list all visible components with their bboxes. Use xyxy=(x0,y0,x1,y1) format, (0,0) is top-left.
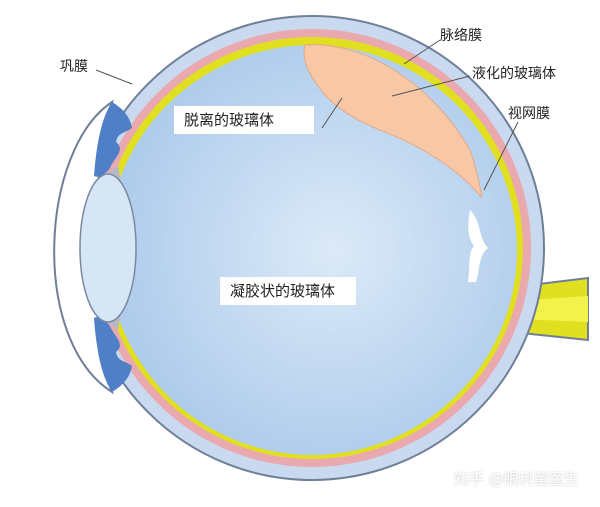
vitreous-body xyxy=(107,45,517,455)
label-retina: 视网膜 xyxy=(508,106,550,122)
choroid-leader xyxy=(403,39,441,65)
label-detached-vitreous: 脱离的玻璃体 xyxy=(174,106,314,134)
liquid-vitreous-leader xyxy=(391,75,471,97)
detached-vitreous-leader xyxy=(321,97,343,129)
label-sclera: 巩膜 xyxy=(60,59,88,75)
sclera-leader xyxy=(95,69,133,85)
iris-upper xyxy=(94,102,132,177)
liquid-vitreous-region xyxy=(303,44,483,199)
lens xyxy=(79,173,137,323)
watermark: 知乎 @眼科董医生 xyxy=(454,470,579,488)
retina-leader xyxy=(483,121,519,191)
iris-lower xyxy=(94,317,132,392)
label-gel-vitreous: 凝胶状的玻璃体 xyxy=(220,277,356,305)
label-choroid: 脉络膜 xyxy=(440,28,482,44)
label-liquid-vitreous: 液化的玻璃体 xyxy=(472,66,556,82)
optic-disc-notch xyxy=(468,210,488,282)
